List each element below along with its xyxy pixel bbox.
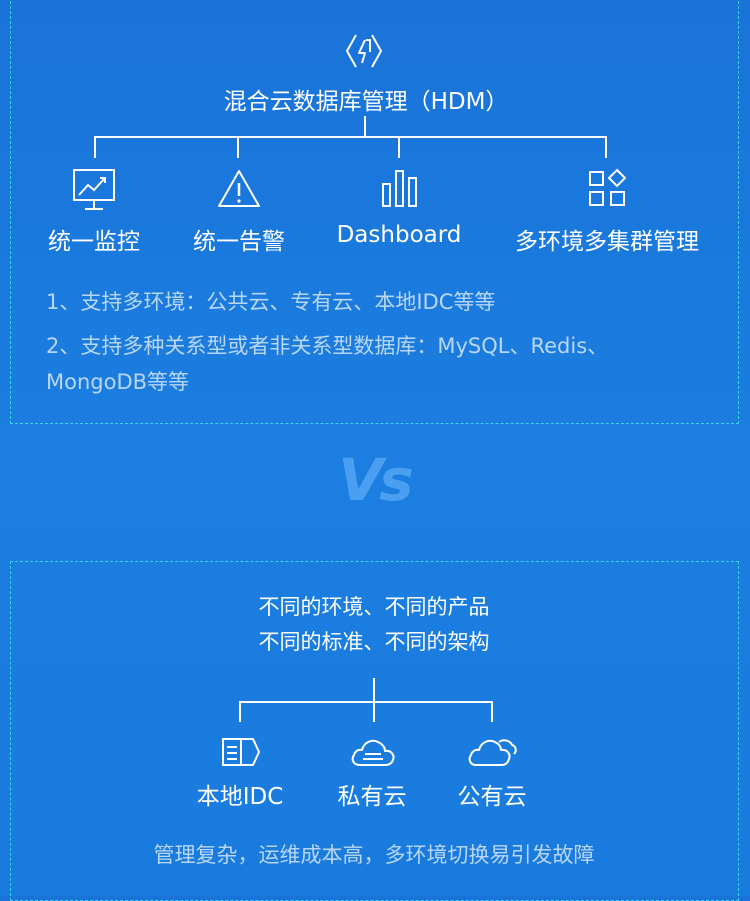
tree-leg-2 <box>237 136 239 158</box>
feature-label-monitoring: 统一监控 <box>48 229 140 255</box>
warning-triangle-icon <box>216 168 262 210</box>
legacy-line-1: 不同的环境、不同的产品 <box>258 595 490 619</box>
grid-apps-icon <box>588 168 630 210</box>
env-label-public-cloud: 公有云 <box>457 784 527 810</box>
monitor-chart-icon <box>72 168 118 212</box>
legacy-summary: 管理复杂，运维成本高，多环境切换易引发故障 <box>153 843 595 867</box>
server-icon <box>220 736 262 768</box>
tree-branch <box>94 136 607 138</box>
feature-label-dashboard: Dashboard <box>336 222 462 248</box>
legacy-tree-trunk <box>373 678 375 722</box>
hdm-logo-icon <box>343 32 385 70</box>
public-cloud-icon <box>466 736 518 768</box>
feature-label-alerting: 统一告警 <box>193 229 285 255</box>
legacy-line-2: 不同的标准、不同的架构 <box>258 630 490 654</box>
private-cloud-icon <box>349 736 397 768</box>
hdm-note-2: 2、支持多种关系型或者非关系型数据库：MySQL、Redis、 <box>46 334 609 358</box>
tree-leg-4 <box>605 136 607 158</box>
feature-label-multi-env: 多环境多集群管理 <box>515 229 699 255</box>
tree-trunk <box>364 116 366 137</box>
env-label-private-cloud: 私有云 <box>337 784 407 810</box>
legacy-tree-branch <box>239 701 493 703</box>
env-label-local-idc: 本地IDC <box>196 784 284 810</box>
legacy-tree-leg-3 <box>491 701 493 722</box>
legacy-tree-leg-1 <box>239 701 241 722</box>
hdm-note-3: MongoDB等等 <box>46 370 190 394</box>
tree-leg-3 <box>398 136 400 158</box>
hdm-note-1: 1、支持多环境：公共云、专有云、本地IDC等等 <box>46 290 496 314</box>
hdm-panel <box>10 0 739 424</box>
tree-leg-1 <box>94 136 96 158</box>
hdm-title: 混合云数据库管理（HDM） <box>223 89 509 115</box>
bar-chart-icon <box>380 168 420 210</box>
vs-text: Vs <box>338 446 413 514</box>
